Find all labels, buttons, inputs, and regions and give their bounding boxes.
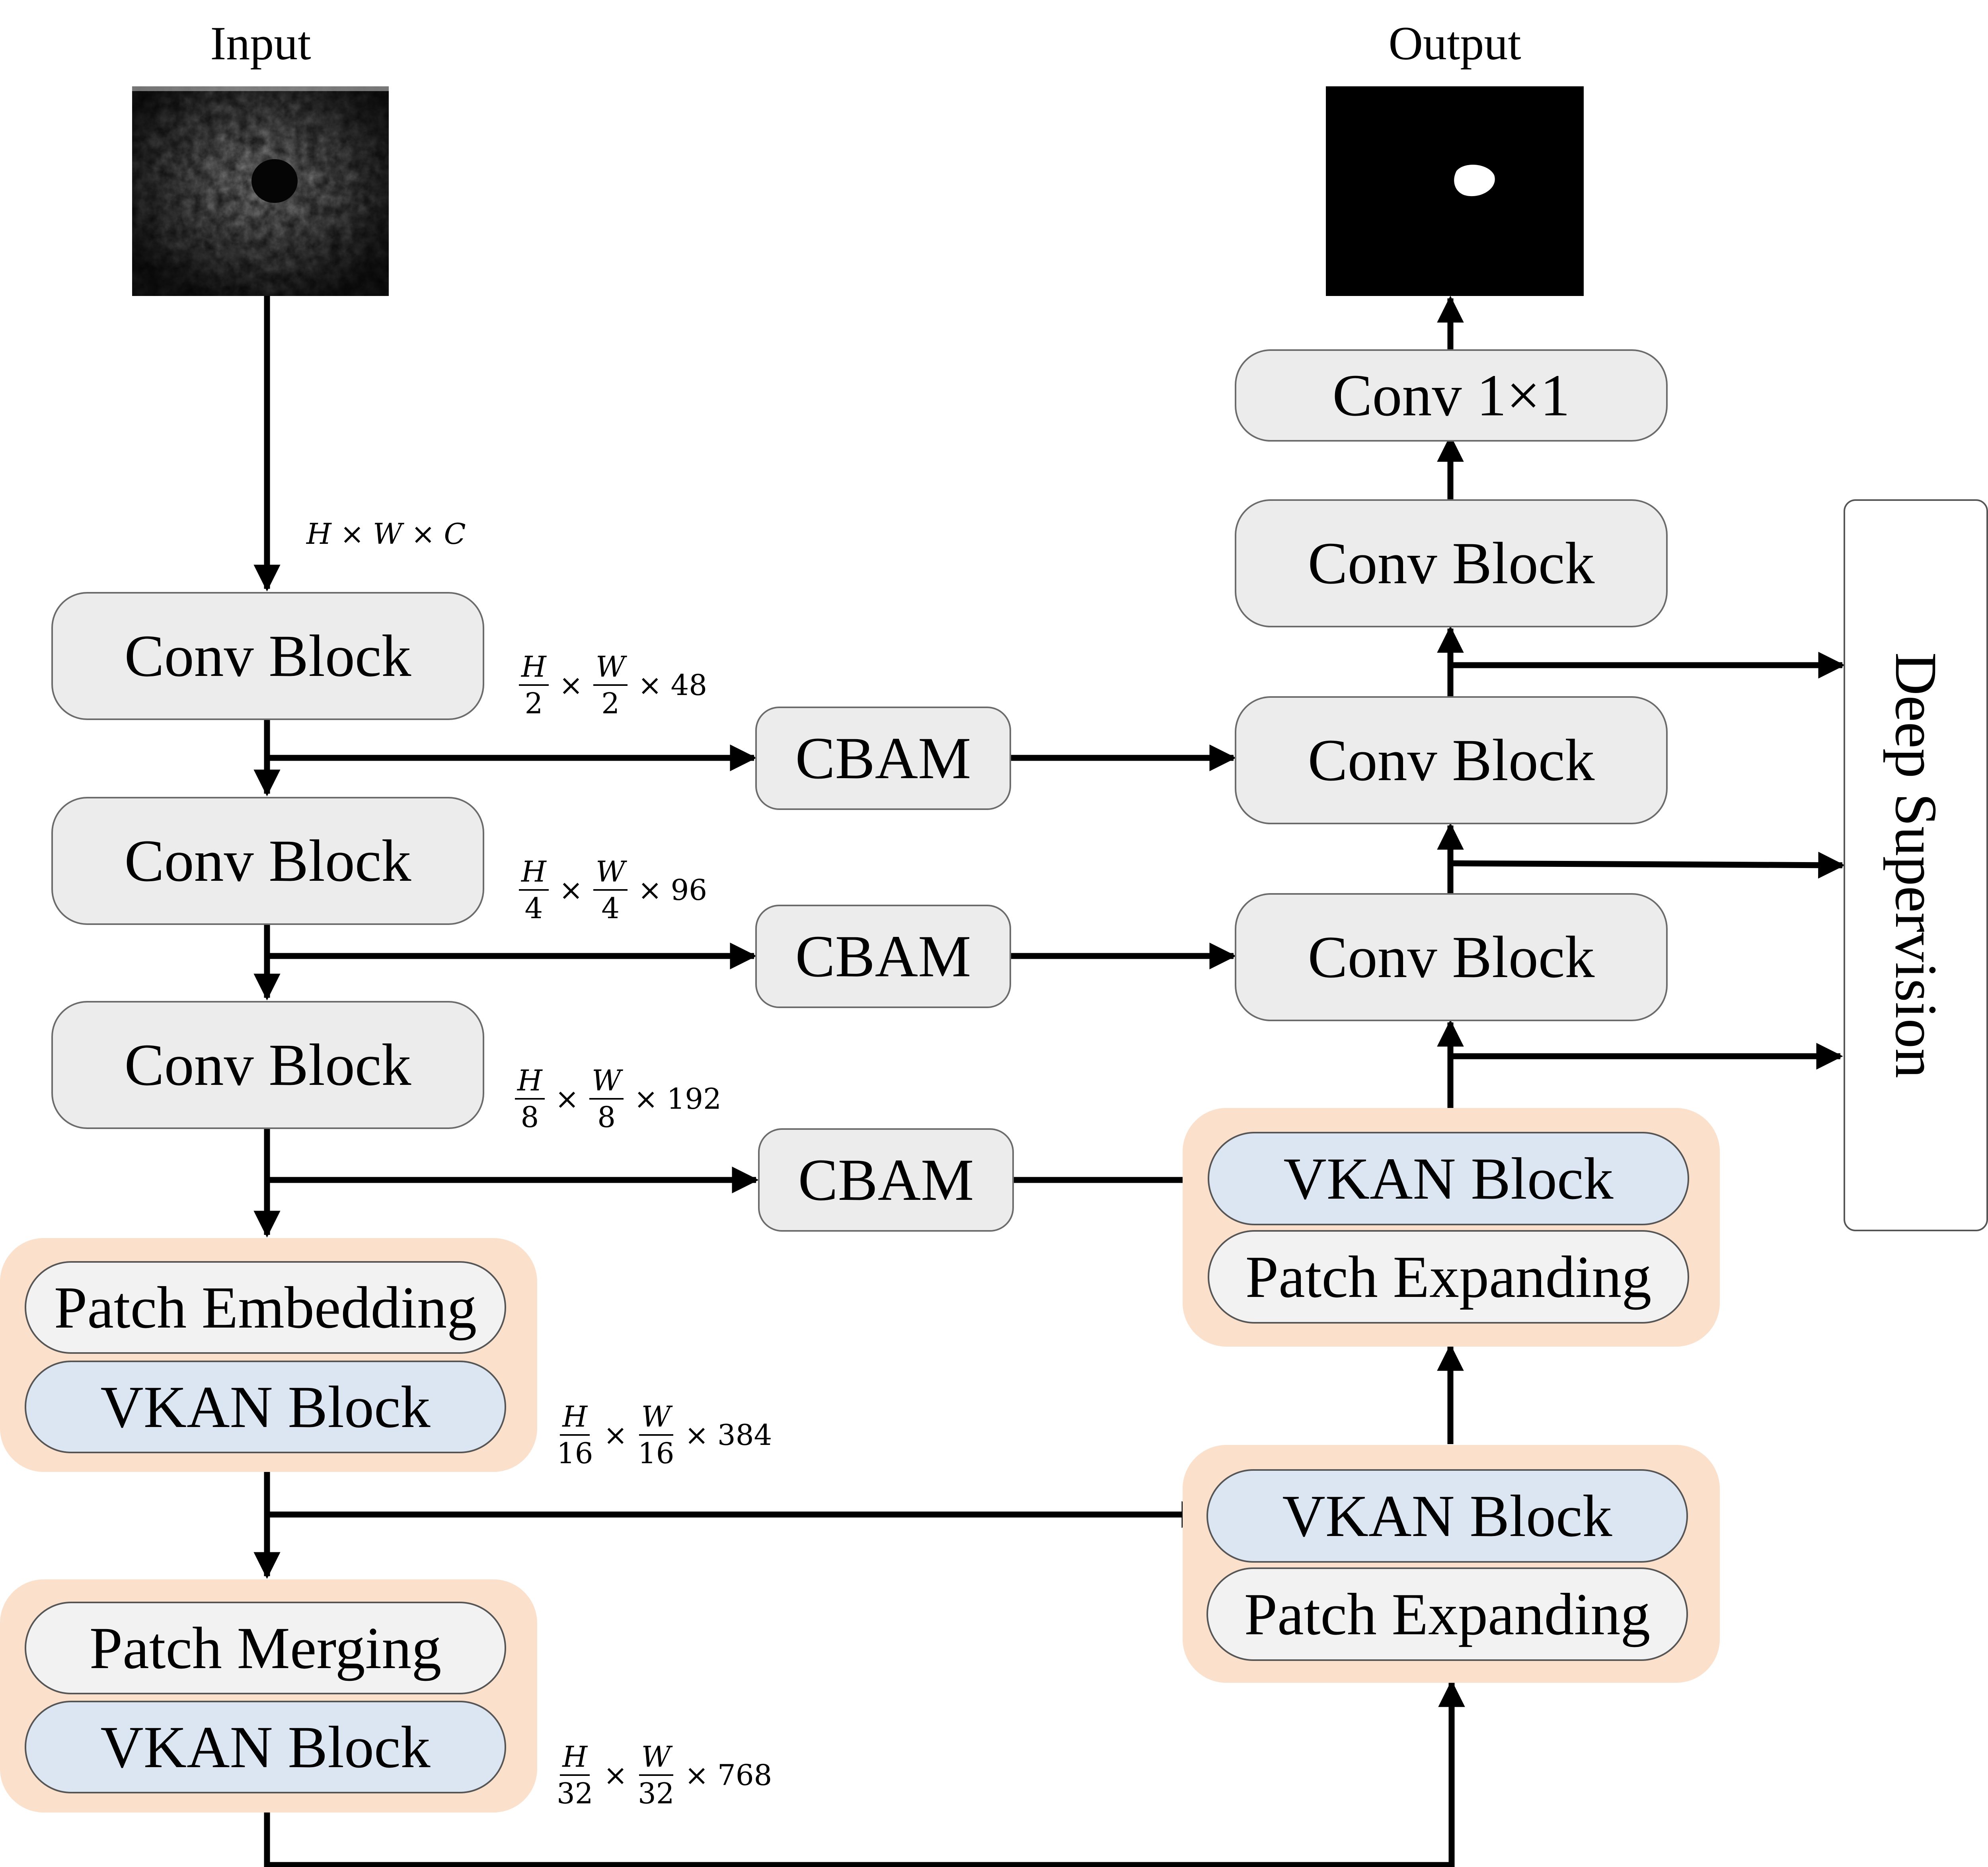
cbam-block-2: CBAM xyxy=(755,905,1011,1008)
decoder-conv-block-c: Conv Block xyxy=(1235,499,1668,627)
deep-supervision-box: Deep Supervision xyxy=(1844,499,1988,1231)
dim-label-input: H×W×C xyxy=(306,517,466,551)
input-ultrasound-image xyxy=(132,86,389,296)
patch-merging-block: Patch Merging xyxy=(25,1602,506,1694)
encoder-vkan-block-1: VKAN Block xyxy=(25,1361,506,1453)
output-mask-image xyxy=(1326,86,1584,296)
encoder-conv-block-2: Conv Block xyxy=(51,797,484,925)
encoder-vkan-block-2: VKAN Block xyxy=(25,1701,506,1793)
cbam-block-1: CBAM xyxy=(755,707,1011,810)
decoder-conv-block-b: Conv Block xyxy=(1235,696,1668,824)
patch-expanding-lower: Patch Expanding xyxy=(1206,1567,1688,1661)
decoder-conv-block-a: Conv Block xyxy=(1235,893,1668,1021)
encoder-conv-block-1: Conv Block xyxy=(51,592,484,720)
conv-1x1-block: Conv 1×1 xyxy=(1235,349,1668,442)
deep-supervision-label: Deep Supervision xyxy=(1883,652,1949,1079)
patch-expanding-upper: Patch Expanding xyxy=(1208,1230,1689,1324)
patch-embedding-block: Patch Embedding xyxy=(25,1261,506,1354)
output-title: Output xyxy=(1388,17,1521,70)
input-title: Input xyxy=(210,17,311,70)
cbam-block-3: CBAM xyxy=(758,1128,1014,1232)
decoder-vkan-block-upper: VKAN Block xyxy=(1208,1132,1689,1225)
encoder-conv-block-3: Conv Block xyxy=(51,1001,484,1129)
decoder-vkan-block-lower: VKAN Block xyxy=(1206,1469,1688,1563)
